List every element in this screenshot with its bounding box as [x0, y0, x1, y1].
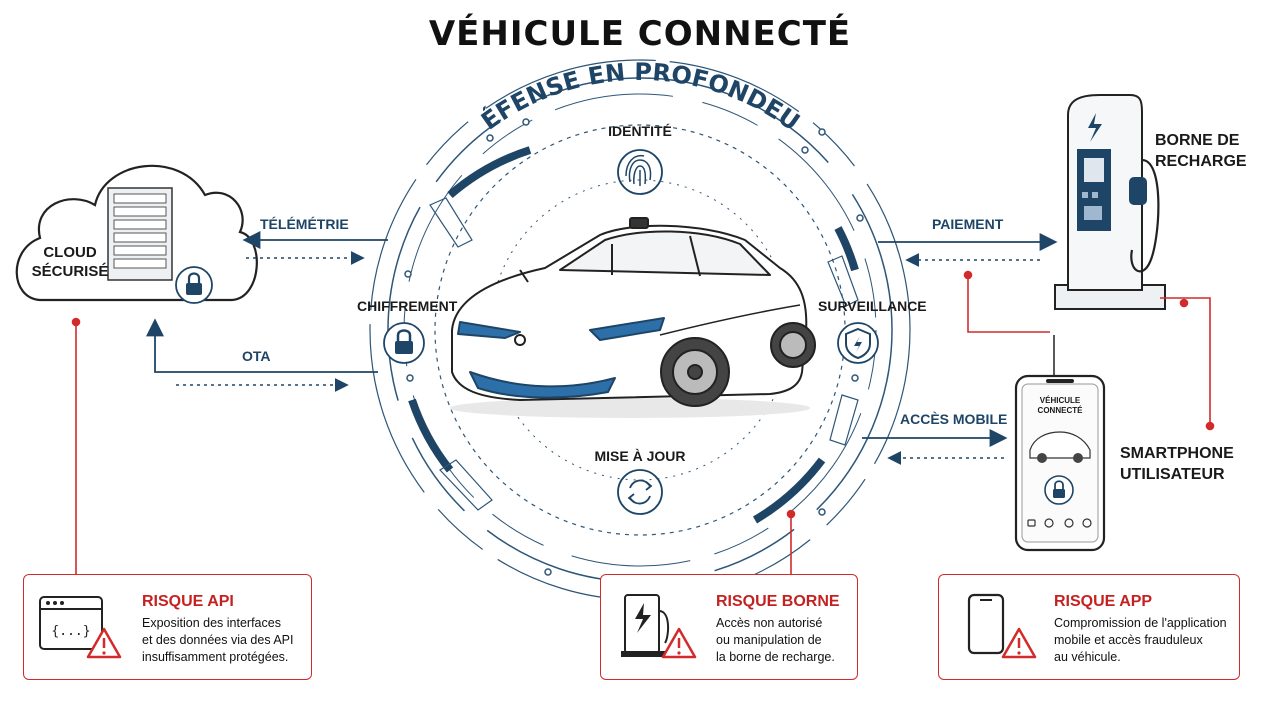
phone-label-line2: UTILISATEUR: [1120, 466, 1225, 483]
ring-title: DÉFENSE EN PROFONDEUR: [0, 0, 805, 136]
phone-screen-line1: VÉHICULE: [1039, 396, 1081, 405]
phone-screen-title: VÉHICULE CONNECTÉ: [1022, 396, 1098, 416]
flow-label-ota: OTA: [242, 348, 271, 364]
risk-app-description: Compromission de l'application mobile et…: [1054, 615, 1227, 666]
risk-api-line: et des données via des API: [142, 633, 294, 647]
charger-risk-icon: [621, 594, 697, 659]
risk-card-app: RISQUE APP Compromission de l'applicatio…: [938, 574, 1240, 680]
risk-charger-line: la borne de recharge.: [716, 650, 835, 664]
risk-app-line: Compromission de l'application: [1054, 616, 1227, 630]
layer-label-monitoring: SURVEILLANCE: [818, 298, 927, 314]
flow-label-payment: PAIEMENT: [932, 216, 1004, 232]
api-window-icon: {...}: [39, 596, 122, 659]
smartphone-drawing: [1014, 374, 1106, 552]
phone-label-line1: SMARTPHONE: [1120, 445, 1234, 462]
risk-charger-description: Accès non autorisé ou manipulation de la…: [716, 615, 835, 666]
risk-app-line: mobile et accès frauduleux: [1054, 633, 1203, 647]
risk-charger-line: ou manipulation de: [716, 633, 822, 647]
layer-label-identity: IDENTITÉ: [608, 123, 672, 139]
fingerprint-icon: [617, 149, 663, 195]
cloud-label-line1: CLOUD: [43, 244, 97, 261]
cloud-label: CLOUD SÉCURISÉ: [30, 243, 110, 281]
risk-api-line: Exposition des interfaces: [142, 616, 281, 630]
flow-label-telemetry: TÉLÉMÉTRIE: [260, 216, 349, 232]
risk-api-line: insuffisamment protégées.: [142, 650, 289, 664]
risk-card-charger: RISQUE BORNE Accès non autorisé ou manip…: [600, 574, 858, 680]
flow-label-mobile-access: ACCÈS MOBILE: [900, 411, 1008, 427]
svg-text:{...}: {...}: [51, 624, 90, 639]
charger-label-line2: RECHARGE: [1155, 153, 1247, 170]
ring-thick-segments: [408, 146, 859, 524]
page-title: VÉHICULE CONNECTÉ: [428, 14, 852, 54]
car-illustration: [450, 217, 816, 418]
risk-api-description: Exposition des interfaces et des données…: [142, 615, 294, 666]
phone-risk-icon: [967, 593, 1037, 659]
phone-label: SMARTPHONE UTILISATEUR: [1120, 443, 1234, 485]
ring-dots: [404, 118, 864, 576]
risk-charger-line: Accès non autorisé: [716, 616, 823, 630]
risk-charger-title: RISQUE BORNE: [716, 593, 840, 610]
cloud-label-line2: SÉCURISÉ: [31, 263, 109, 280]
lock-icon-encryption: [383, 322, 425, 364]
risk-app-line: au véhicule.: [1054, 650, 1121, 664]
cloud-shape: [15, 164, 258, 304]
charger-label-line1: BORNE DE: [1155, 132, 1240, 149]
risk-card-api: {...} RISQUE API Exposition des interfac…: [23, 574, 312, 680]
shield-icon-monitoring: [837, 322, 879, 364]
risk-app-title: RISQUE APP: [1054, 593, 1153, 610]
charger-label: BORNE DE RECHARGE: [1155, 130, 1247, 172]
charging-station-drawing: [1054, 94, 1166, 310]
sync-icon-update: [617, 469, 663, 515]
layer-label-encryption: CHIFFREMENT: [357, 298, 458, 314]
phone-screen-line2: CONNECTÉ: [1037, 406, 1083, 415]
risk-api-title: RISQUE API: [142, 593, 234, 610]
layer-label-update: MISE À JOUR: [594, 448, 686, 464]
